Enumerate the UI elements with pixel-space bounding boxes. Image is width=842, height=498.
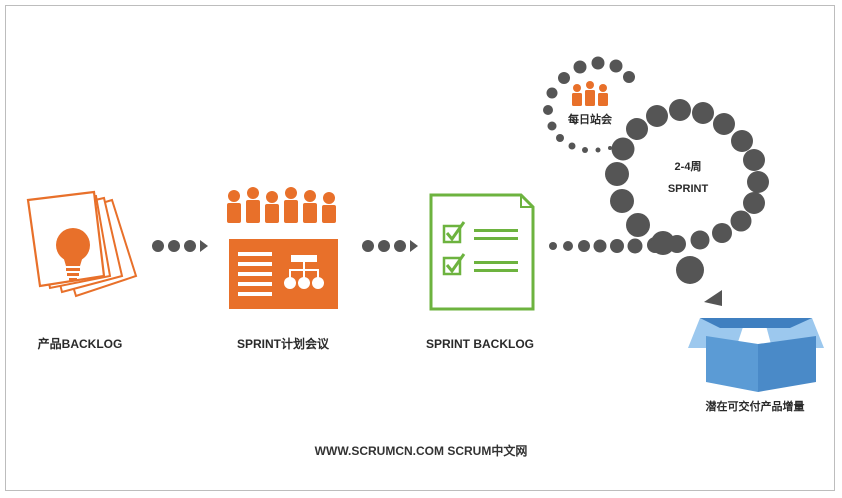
daily-standup-loop <box>543 56 635 153</box>
org-chart-icon <box>284 255 324 289</box>
flow-arrow-1 <box>152 240 208 252</box>
team-icon <box>227 187 336 223</box>
footer-url: WWW.SCRUMCN.COM SCRUM中文网 <box>314 444 528 458</box>
checklist-icon <box>429 193 535 311</box>
daily-standup-label: 每日站会 <box>568 114 612 126</box>
flow-arrow-2 <box>362 240 418 252</box>
increment-label: 潜在可交付产品增量 <box>705 401 805 413</box>
sprint-backlog-label: SPRINT BACKLOG <box>426 337 534 351</box>
sprint-planning-label: SPRINT计划会议 <box>236 337 330 351</box>
sprint-duration-label: 2-4周 <box>674 161 702 173</box>
lightbulb-icon <box>56 228 90 281</box>
planning-board <box>229 239 338 309</box>
box-icon <box>688 318 824 392</box>
arrow-icon <box>704 290 722 306</box>
sprint-label: SPRINT <box>667 183 709 195</box>
standup-team-icon <box>572 81 608 106</box>
sprint-loop <box>549 99 769 306</box>
product-backlog-label: 产品BACKLOG <box>37 337 123 351</box>
